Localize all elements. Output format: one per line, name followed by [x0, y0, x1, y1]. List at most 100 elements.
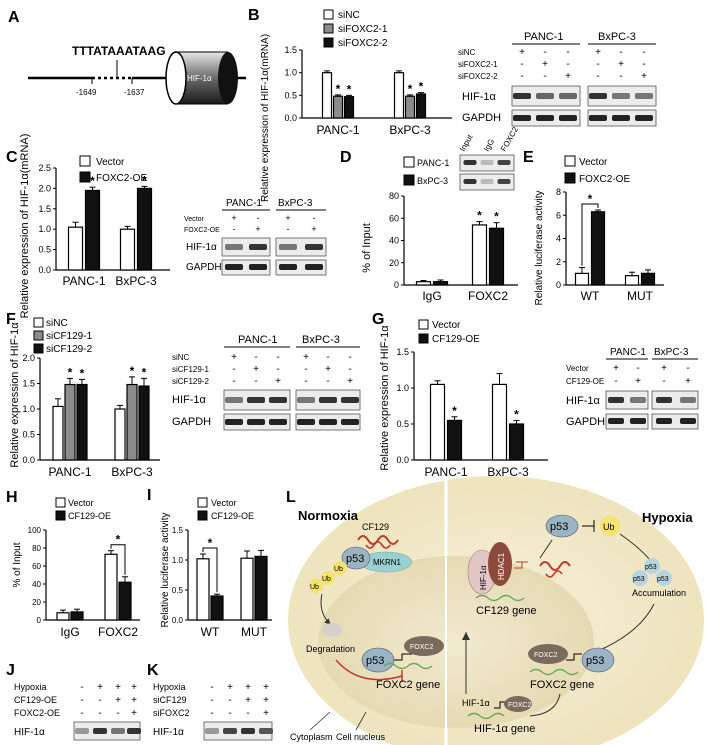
cytoplasm-label: Cytoplasm [290, 732, 333, 742]
blot-k-hif: HIF-1α [153, 727, 184, 738]
hypoxia-foxc2: FOXC2 [534, 652, 557, 659]
blot-band [305, 264, 323, 270]
y-tick-label: 20 [32, 598, 41, 607]
bar [254, 555, 268, 621]
bar [508, 423, 525, 461]
panel-label-e: E [523, 149, 534, 166]
panel-label-d: D [340, 149, 352, 166]
binding-motif: TTTATAAATAAG [72, 44, 166, 58]
blot-band [513, 93, 531, 99]
blot-band [297, 397, 315, 403]
y-tick-label: 60 [32, 562, 41, 571]
bar [590, 211, 606, 286]
y-tick-label: 0.5 [38, 245, 51, 255]
blot-b-gapdh: GAPDH [462, 112, 501, 124]
y-tick-label: 1.0 [22, 404, 35, 414]
blot-g-gapdh: GAPDH [566, 416, 605, 428]
blot-c-hif: HIF-1α [186, 242, 217, 253]
treatment-sign: + [115, 682, 121, 693]
treatment-sign: - [304, 376, 307, 387]
y-tick-label: 0 [394, 280, 399, 290]
y-tick-label: 0 [37, 616, 42, 625]
treatment-sign: - [619, 47, 622, 58]
category-label: BxPC-3 [111, 465, 153, 479]
blot-g-hif: HIF-1α [566, 395, 601, 407]
significance-bracket [581, 203, 599, 266]
treatment-sign: + [275, 376, 281, 387]
bar [210, 595, 224, 621]
normoxia-cf129: CF129 [362, 522, 389, 532]
f-legend-sicf129-2: siCF129-2 [46, 344, 93, 355]
treatment-sign: + [303, 352, 309, 363]
i-legend-cf129oe: CF129-OE [211, 511, 254, 521]
blot-b-panc: PANC-1 [524, 31, 564, 43]
b-ylabel: Relative expression of HIF-1α(mRNA) [260, 34, 271, 202]
y-tick-label: 60 [389, 213, 399, 223]
category-label: MUT [627, 289, 654, 303]
treatment-sign: + [231, 352, 237, 363]
blot-band [497, 179, 511, 184]
blot-b: PANC-1 BxPC-3 siNC siFOXC2-1 siFOXC2-2 +… [458, 31, 657, 127]
y-tick-label: 0.0 [38, 265, 51, 275]
treatment-sign: + [685, 376, 691, 387]
category-label: PANC-1 [62, 274, 105, 288]
panel-label-b: B [248, 7, 260, 24]
treatment-sign: - [662, 376, 665, 387]
category-label: BxPC-3 [115, 274, 157, 288]
blot-band [635, 115, 653, 121]
blot-band [635, 93, 653, 99]
blot-g-cf129oe: CF129-OE [566, 377, 604, 386]
bar [118, 581, 132, 621]
i-ylabel: Relative luciferase activity [160, 512, 171, 627]
category-label: BxPC-3 [487, 465, 529, 479]
bar [64, 383, 76, 461]
treatment-sign: - [233, 224, 236, 234]
bar [332, 95, 344, 119]
significance-star: * [116, 533, 121, 547]
blot-band [559, 115, 577, 121]
bar [70, 611, 84, 621]
treatment-sign: - [254, 352, 257, 363]
h-ylabel: % of Input [12, 542, 23, 587]
treatment-sign: - [326, 376, 329, 387]
blot-band [75, 728, 89, 734]
blot-f-gapdh: GAPDH [172, 416, 211, 428]
blot-f-panc: PANC-1 [238, 334, 278, 346]
blot-k: Hypoxia siCF129 siFOXC2 -+++--++---+ HIF… [153, 682, 273, 741]
blot-band [259, 728, 273, 734]
treatment-sign: - [232, 376, 235, 387]
blot-band [513, 115, 531, 121]
treatment-sign: + [231, 213, 236, 223]
blot-f: PANC-1 BxPC-3 siNC siCF129-1 siCF129-2 +… [172, 334, 361, 431]
hypoxia-hif: HIF-1α [479, 565, 488, 590]
e-ylabel: Relative luciferase activity [534, 190, 545, 305]
blot-band [225, 264, 243, 270]
d-legend-panc: PANC-1 [417, 158, 449, 168]
significance-star: * [452, 404, 457, 418]
y-tick-label: 40 [389, 236, 399, 246]
blot-b-hif: HIF-1α [462, 91, 497, 103]
blot-g-vector: Vector [566, 364, 589, 373]
panel-label-j: J [6, 662, 15, 679]
h-legend-vector: Vector [68, 498, 94, 508]
treatment-sign: + [519, 47, 525, 58]
treatment-sign: + [263, 708, 269, 719]
e-legend-vector: Vector [579, 157, 608, 168]
bar [471, 224, 488, 286]
treatment-sign: - [596, 59, 599, 70]
treatment-sign: - [520, 71, 523, 82]
treatment-sign: + [347, 376, 353, 387]
panel-a-promoter: TTTATAAATAAG -1649 -1637 HIF-1α [28, 44, 246, 105]
blot-band [225, 419, 243, 425]
panel-label-i: I [147, 487, 151, 504]
blot-band [93, 728, 107, 734]
treatment-sign: + [255, 224, 260, 234]
treatment-sign: + [565, 71, 571, 82]
blot-band [225, 244, 243, 250]
treatment-sign: - [543, 71, 546, 82]
hypoxia-foxc2-2: FOXC2 [508, 702, 531, 709]
panel-d-text: % of Input PANC-1 BxPC-3 [361, 156, 449, 273]
treatment-sign: - [566, 47, 569, 58]
treatment-sign: - [614, 376, 617, 387]
